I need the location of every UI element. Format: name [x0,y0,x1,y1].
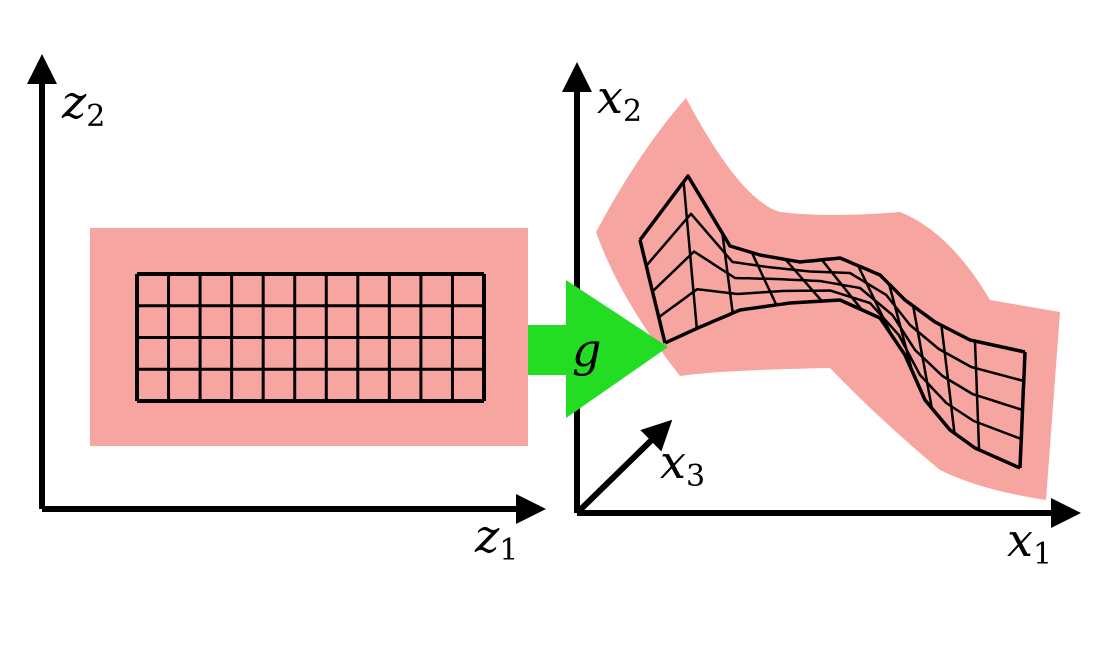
mapping-arrow-shape [528,280,668,418]
z2-axis-label: z2 [61,75,105,134]
manifold-grid-col [887,283,914,372]
manifold-grid-row [658,288,1022,441]
manifold-grid-row [664,298,1021,470]
mapping-label: g [572,323,601,377]
manifold-grid-col [721,233,734,314]
manifold-grid-col [638,239,667,344]
manifold-grid-col [820,259,863,311]
data-space-panel: x2 x3 x1 [562,62,1081,572]
x1-axis-label: x1 [1007,513,1052,572]
manifold-grid-row [651,250,1023,412]
manifold-grid-row [638,174,1026,354]
x2-axis-label: x2 [597,70,642,129]
x3-axis [577,419,673,513]
manifold-grid-col [940,325,956,434]
x3-axis-label: x3 [660,435,705,494]
manifold-grid-row [645,212,1025,383]
manifold-grid-col [1018,351,1027,469]
manifold-grid-col [911,305,934,409]
latent-space-panel: z2 z1 [27,54,546,568]
manifold-grid-col [857,265,893,336]
manifold-grid-col [750,251,778,306]
manifold-grid-col [784,258,823,302]
manifold-grid [638,174,1027,470]
manifold-grid-col [973,341,981,450]
manifold-grid-col [682,181,699,329]
latent-grid [135,272,486,403]
z1-axis-label: z1 [474,509,518,568]
mapping-arrow: g [528,280,668,418]
